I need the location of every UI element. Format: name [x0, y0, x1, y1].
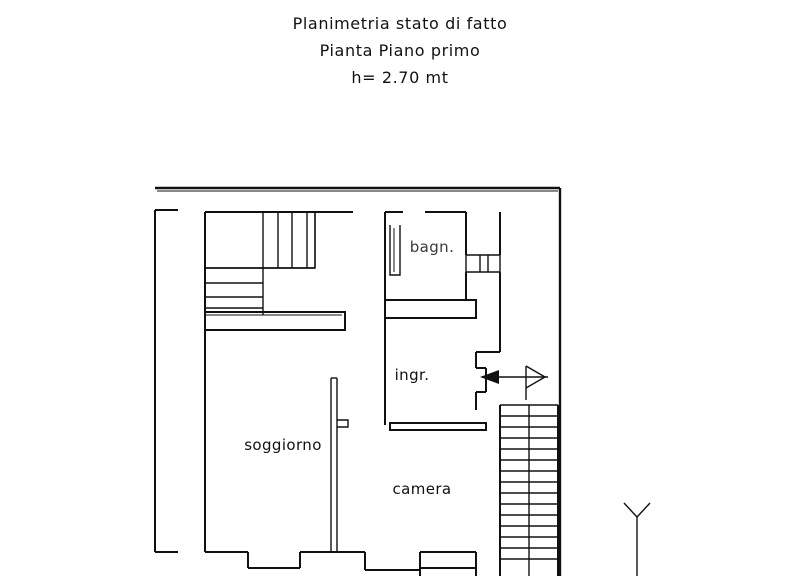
north-arrow-branch-right [636, 502, 651, 518]
room-label-bagno: bagn. [410, 238, 455, 256]
north-arrow-y-symbol [623, 502, 651, 576]
north-arrow-branch-left [623, 502, 638, 518]
stair-upper-left-landing [205, 211, 316, 269]
stair-small-outline [465, 254, 501, 273]
door-direction-arrow [480, 365, 548, 400]
title-line-pianta: Pianta Piano primo [319, 41, 481, 60]
soggiorno-partition [330, 377, 349, 552]
room-labels: soggiorno camera ingr. bagn. [244, 238, 454, 498]
room-ingresso-walls [384, 318, 500, 431]
room-bagno-walls [384, 211, 477, 319]
door-arrow-head-right [525, 365, 547, 389]
drawing-title-block: Planimetria stato di fatto Pianta Piano … [0, 10, 800, 91]
outer-walls [154, 186, 562, 576]
stair-small-bagno [465, 212, 501, 352]
fixture-bathtub [389, 225, 401, 276]
door-arrow-head-left [480, 370, 499, 384]
wall-ingr-camera-divider [389, 422, 487, 431]
bottom-walls [247, 551, 477, 576]
title-line-height: h= 2.70 mt [351, 68, 449, 87]
wall-bagno-bottom-block [384, 299, 477, 319]
wall-counter-block [205, 311, 346, 331]
stair-upper-left [204, 211, 316, 315]
partition-soggiorno-stub [337, 419, 349, 428]
title-line-planimetria: Planimetria stato di fatto [292, 14, 508, 33]
room-label-ingresso: ingr. [395, 366, 430, 384]
room-label-soggiorno: soggiorno [244, 436, 322, 454]
stair-right-main [499, 404, 559, 576]
stair-underside-wall [205, 311, 346, 331]
room-label-camera: camera [392, 480, 451, 498]
